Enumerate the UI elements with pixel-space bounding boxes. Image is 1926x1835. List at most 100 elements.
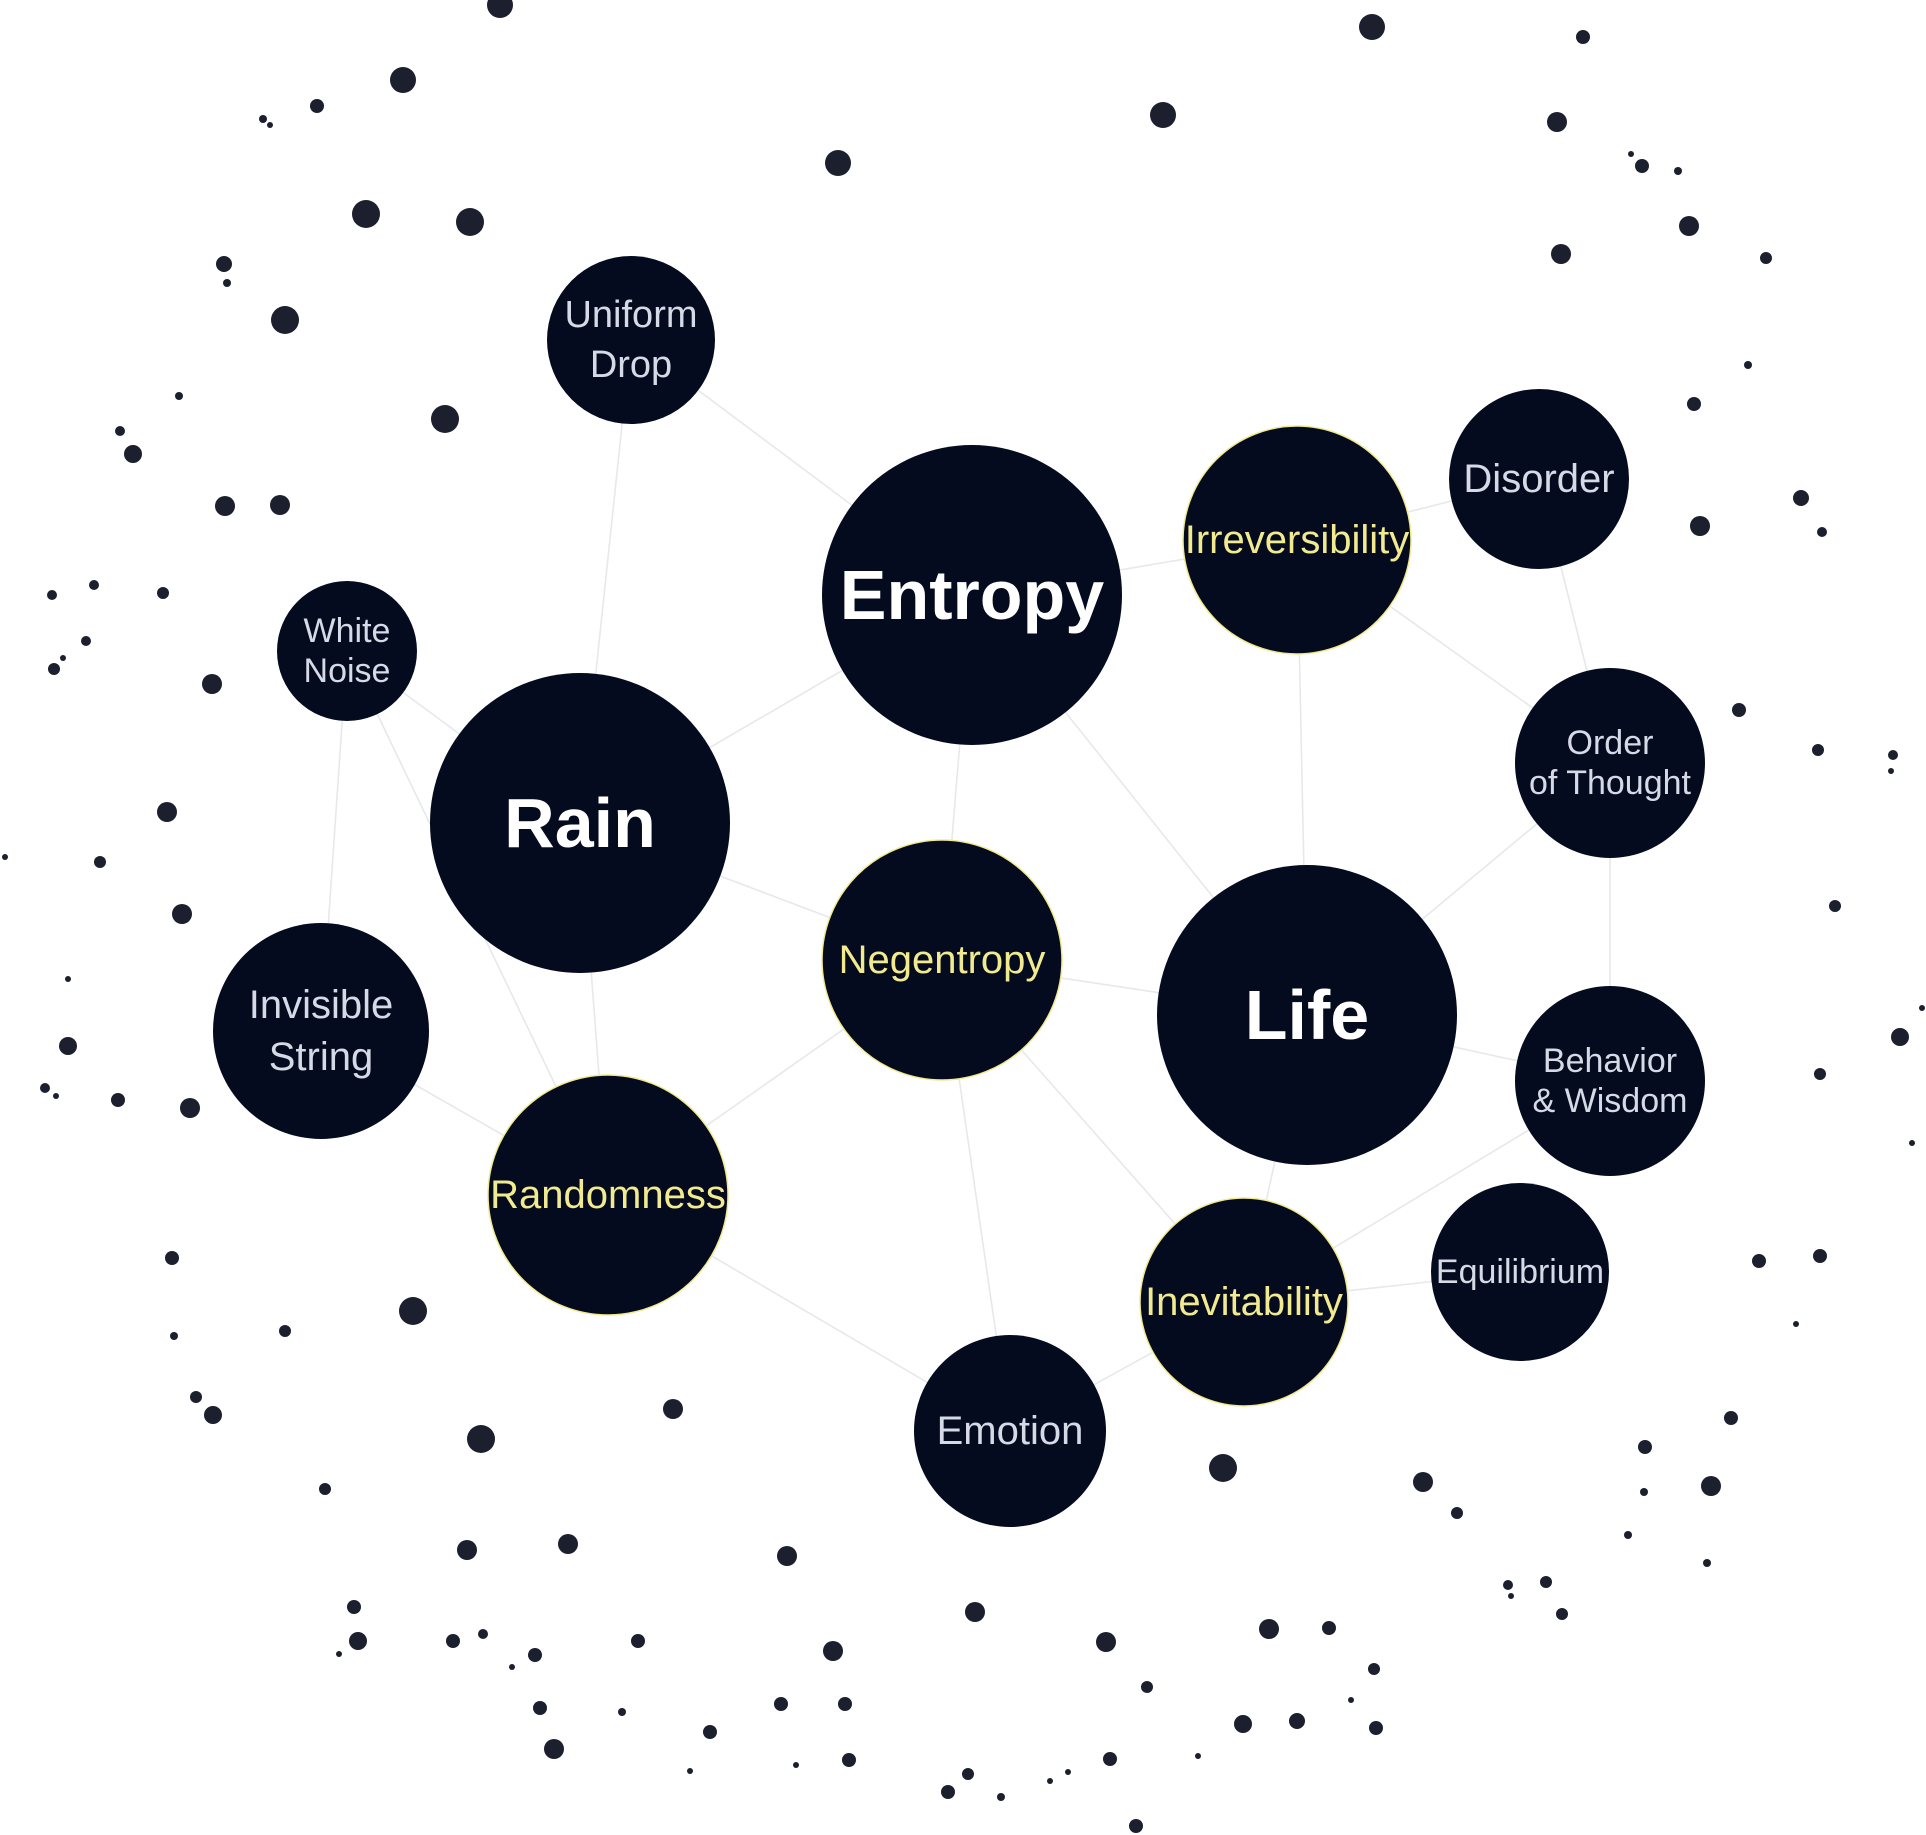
background-dot (215, 496, 235, 516)
background-dot (1752, 1254, 1766, 1268)
background-dot (965, 1602, 985, 1622)
background-dot (1829, 900, 1841, 912)
background-dot (1259, 1619, 1279, 1639)
background-dot (1547, 112, 1567, 132)
background-dot (1065, 1769, 1071, 1775)
background-dot (1195, 1753, 1201, 1759)
background-dot (1551, 244, 1571, 264)
background-dot (1640, 1488, 1648, 1496)
background-dot (1732, 703, 1746, 717)
background-dot (347, 1600, 361, 1614)
node-label-behavior-wisdom-line-2: & Wisdom (1533, 1082, 1688, 1120)
node-label-entropy: Entropy (840, 556, 1105, 634)
background-dot (349, 1632, 367, 1650)
background-dot (1891, 1028, 1909, 1046)
background-dot (53, 1093, 59, 1099)
node-label-equilibrium: Equilibrium (1436, 1253, 1604, 1291)
node-label-rain: Rain (504, 784, 656, 862)
background-dot (1724, 1411, 1738, 1425)
background-dot (165, 1251, 179, 1265)
node-circle-irreversibility (1182, 425, 1412, 655)
background-dot (1703, 1559, 1711, 1567)
background-dot (1150, 102, 1176, 128)
background-dot (216, 256, 232, 272)
node-circle-order-of-thought (1515, 668, 1705, 858)
background-dot (271, 306, 299, 334)
background-dot (267, 122, 273, 128)
background-dot (336, 1651, 342, 1657)
background-dot (1813, 1249, 1827, 1263)
node-randomness: Randomness (487, 1074, 729, 1316)
node-circle-entropy (822, 445, 1122, 745)
node-label-emotion: Emotion (937, 1409, 1084, 1453)
background-dot (457, 1540, 477, 1560)
background-dot (1576, 30, 1590, 44)
node-label-invisible-string-line-2: String (269, 1035, 374, 1079)
background-dot (1540, 1576, 1552, 1588)
background-dot (1368, 1663, 1380, 1675)
background-dot (172, 904, 192, 924)
node-label-invisible-string-line-1: Invisible (249, 983, 394, 1027)
background-dot (1096, 1632, 1116, 1652)
node-label-negentropy: Negentropy (839, 938, 1046, 982)
background-dot (1690, 516, 1710, 536)
background-dot (1047, 1778, 1053, 1784)
background-dot (777, 1546, 797, 1566)
background-dot (390, 67, 416, 93)
background-dot (618, 1708, 626, 1716)
node-behavior-wisdom: Behavior& Wisdom (1515, 986, 1705, 1176)
node-label-inevitability: Inevitability (1145, 1280, 1343, 1324)
node-label-behavior-wisdom-line-1: Behavior (1543, 1042, 1677, 1080)
background-dot (1624, 1531, 1632, 1539)
background-dot (1909, 1140, 1915, 1146)
background-dot (175, 392, 183, 400)
background-dot (1744, 361, 1752, 369)
background-dot (124, 445, 142, 463)
background-dot (631, 1634, 645, 1648)
node-label-disorder: Disorder (1463, 457, 1614, 501)
node-label-order-of-thought-line-2: of Thought (1529, 764, 1692, 802)
background-dot (47, 590, 57, 600)
nodes: EntropyRainLifeNegentropyIrreversibility… (213, 256, 1705, 1527)
background-dot (1817, 527, 1827, 537)
background-dot (157, 587, 169, 599)
background-dot (1638, 1440, 1652, 1454)
node-circle-inevitability (1139, 1197, 1349, 1407)
node-irreversibility: Irreversibility (1182, 425, 1412, 655)
background-dot (509, 1664, 515, 1670)
background-dot (1141, 1681, 1153, 1693)
node-inevitability: Inevitability (1139, 1197, 1349, 1407)
background-dot (1701, 1476, 1721, 1496)
background-dot (190, 1391, 202, 1403)
background-dot (1103, 1752, 1117, 1766)
background-dot (533, 1701, 547, 1715)
background-dot (446, 1634, 460, 1648)
background-dot (1628, 151, 1634, 157)
node-circle-life (1157, 865, 1457, 1165)
background-dot (774, 1697, 788, 1711)
background-dot (1209, 1454, 1237, 1482)
background-dot (1508, 1593, 1514, 1599)
background-dot (1679, 216, 1699, 236)
background-dot (1289, 1713, 1305, 1729)
background-dot (1369, 1721, 1383, 1735)
background-dot (65, 976, 71, 982)
background-dot (180, 1098, 200, 1118)
background-dot (310, 99, 324, 113)
node-disorder: Disorder (1449, 389, 1629, 569)
background-dot (825, 150, 851, 176)
background-dot (89, 580, 99, 590)
background-dot (544, 1739, 564, 1759)
node-circle-uniform-drop (547, 256, 715, 424)
background-dot (1888, 750, 1898, 760)
background-dot (170, 1332, 178, 1340)
background-dot (1348, 1697, 1354, 1703)
background-dot (467, 1425, 495, 1453)
background-dot (1322, 1621, 1336, 1635)
background-dot (793, 1762, 799, 1768)
